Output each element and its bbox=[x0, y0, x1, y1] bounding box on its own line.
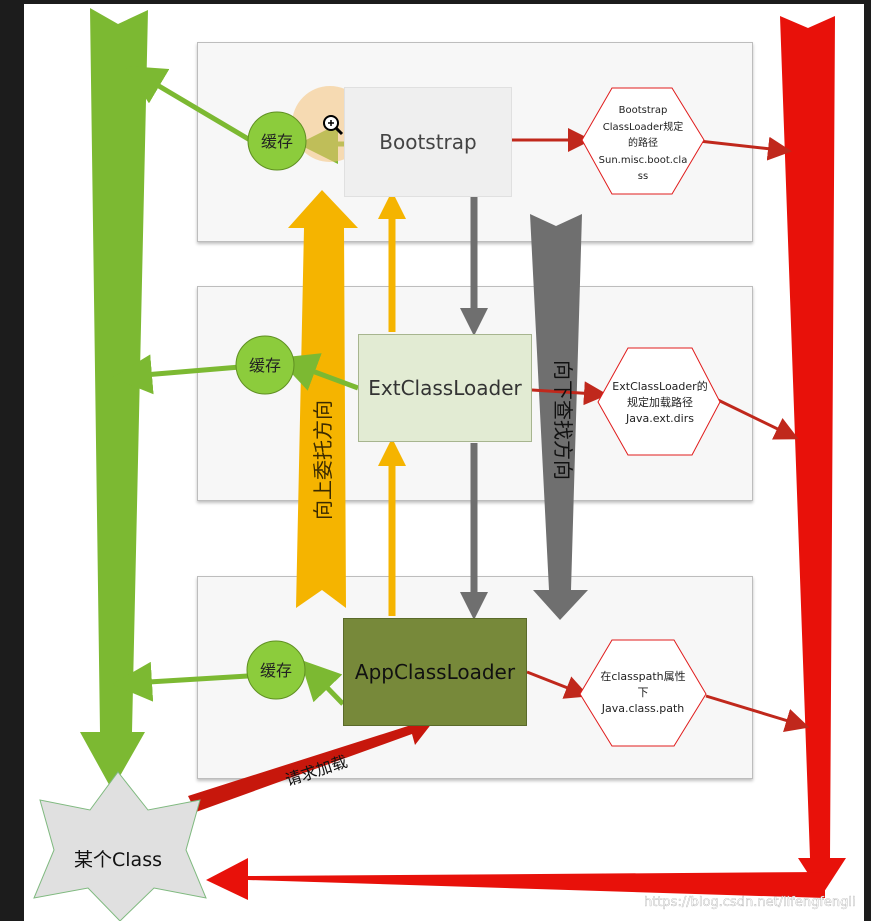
app-classloader-label: AppClassLoader bbox=[354, 660, 516, 684]
down-search-arrow bbox=[530, 214, 588, 620]
app-cache-label: 缓存 bbox=[260, 661, 292, 680]
app-path-hexagon bbox=[579, 639, 707, 747]
bootstrap-path-line: Sun.misc.boot.cla bbox=[599, 155, 688, 166]
request-load-arrow bbox=[188, 712, 436, 812]
up-delegation-label: 向上委托方向 bbox=[311, 400, 335, 520]
app-path-line: Java.class.path bbox=[601, 702, 685, 715]
ext-to-cache-arrow bbox=[277, 353, 359, 391]
bootstrap-path-hexagon bbox=[581, 87, 705, 195]
bootstrap-path-line: Bootstrap bbox=[619, 105, 668, 116]
bootstrap-path-line: ss bbox=[638, 171, 648, 182]
bootstrap-path-line: ClassLoader规定 bbox=[603, 120, 684, 133]
bootstrap-node: Bootstrap bbox=[344, 87, 512, 197]
ext-path-text: ExtClassLoader的 规定加载路径 Java.ext.dirs bbox=[612, 379, 707, 425]
app-path-text: 在classpath属性 下 Java.class.path bbox=[600, 669, 685, 715]
ext-path-line: ExtClassLoader的 bbox=[612, 379, 707, 393]
app-cache-arrow bbox=[112, 661, 249, 702]
bottom-red-arrow bbox=[206, 858, 825, 900]
ext-path-line: Java.ext.dirs bbox=[625, 412, 694, 425]
ext-classloader-label: ExtClassLoader bbox=[368, 376, 522, 400]
bootstrap-label: Bootstrap bbox=[379, 130, 477, 154]
app-to-cache-arrow bbox=[300, 659, 345, 706]
watermark: https://blog.csdn.net/lifengfengli bbox=[644, 895, 856, 910]
up-delegation-arrow bbox=[288, 190, 358, 608]
bootstrap-cache-arrow bbox=[124, 65, 252, 143]
app-path-out-arrow bbox=[705, 694, 810, 732]
right-red-arrow bbox=[780, 16, 846, 895]
ext-path-out-arrow bbox=[717, 398, 799, 440]
ext-path-arrow bbox=[531, 381, 608, 406]
ext-path-hexagon bbox=[597, 347, 721, 456]
app-path-arrow bbox=[526, 670, 590, 699]
ext-classloader-node: ExtClassLoader bbox=[358, 334, 532, 442]
down-search-label: 向下查找方向 bbox=[551, 360, 575, 480]
app-path-line: 在classpath属性 bbox=[600, 669, 685, 683]
bootstrap-cache-label: 缓存 bbox=[261, 132, 293, 151]
ext-path-line: 规定加载路径 bbox=[627, 395, 693, 409]
bootstrap-path-line: 的路径 bbox=[628, 136, 658, 149]
bootstrap-path-text: Bootstrap ClassLoader规定 的路径 Sun.misc.boo… bbox=[599, 105, 688, 182]
ext-cache-arrow bbox=[112, 354, 241, 395]
class-label: 某个Class bbox=[74, 849, 162, 871]
zoom-cursor-icon bbox=[323, 115, 344, 136]
bootstrap-cache-circle bbox=[247, 111, 307, 171]
app-path-line: 下 bbox=[638, 686, 649, 699]
app-classloader-node: AppClassLoader bbox=[343, 618, 527, 726]
ext-cache-label: 缓存 bbox=[249, 356, 281, 375]
app-cache-circle bbox=[246, 640, 306, 700]
ext-cache-circle bbox=[235, 335, 295, 395]
bootstrap-path-out-arrow bbox=[689, 136, 792, 161]
class-star bbox=[33, 771, 207, 921]
left-green-arrow bbox=[80, 8, 148, 790]
